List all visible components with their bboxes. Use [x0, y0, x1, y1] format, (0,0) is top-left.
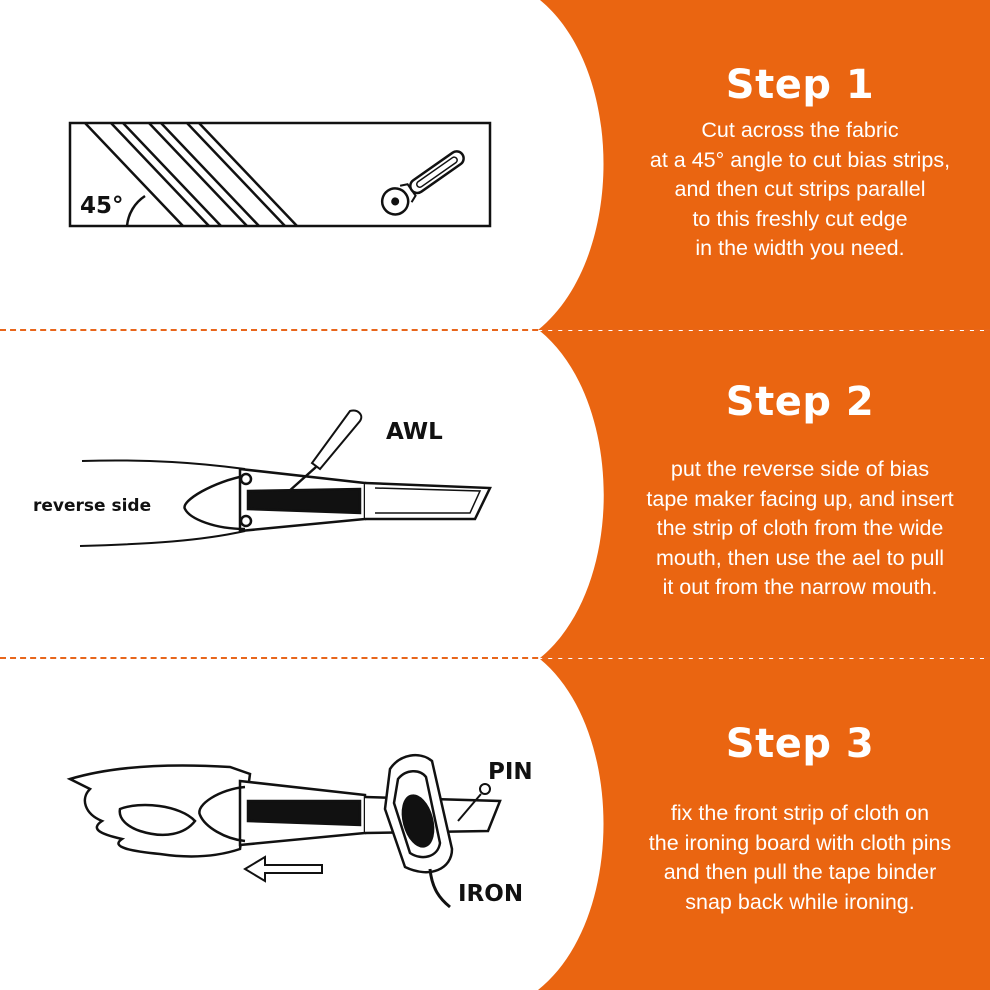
step-2-orange-panel: [540, 331, 990, 658]
desc-line: in the width you need.: [695, 236, 905, 260]
desc-line: it out from the narrow mouth.: [662, 575, 938, 599]
step-1-section: 45° Step 1 Cut across the fabric at a 45…: [0, 0, 990, 330]
bias-stripes: [84, 122, 298, 227]
step-1-illustration: 45°: [68, 121, 492, 228]
step-3-orange-panel: [538, 659, 990, 990]
section-divider-1: [0, 329, 990, 331]
step-2-section: AWL reverse side Step 2 put the reverse …: [0, 331, 990, 658]
angle-arc: [125, 194, 146, 227]
step-3-illustration: PIN IRON: [66, 753, 533, 909]
iron-icon: [383, 753, 454, 909]
desc-line: Cut across the fabric: [701, 118, 899, 142]
desc-line: snap back while ironing.: [685, 889, 915, 914]
rotary-cutter-icon: [380, 150, 465, 216]
pin-icon: [457, 783, 491, 822]
fabric-outline: [68, 121, 492, 228]
fabric-strip: [79, 459, 246, 547]
pin-label: PIN: [488, 759, 533, 785]
desc-line: tape maker facing up, and insert: [646, 486, 954, 511]
awl-label: AWL: [386, 419, 443, 445]
step-3-title: Step 3: [725, 721, 875, 767]
desc-line: fix the front strip of cloth on: [670, 801, 930, 825]
bias-tape-maker-icon: [183, 467, 492, 533]
desc-line: the ironing board with cloth pins: [648, 830, 952, 855]
bias-tape-maker-icon: [198, 779, 502, 847]
awl-icon: [277, 409, 363, 502]
desc-line: put the reverse side of bias: [670, 457, 930, 481]
step-1-description: Cut across the fabric at a 45° angle to …: [610, 116, 990, 264]
step-3-section: PIN IRON Step 3 fix the front str: [0, 659, 990, 990]
desc-line: at a 45° angle to cut bias strips,: [649, 147, 951, 172]
desc-line: to this freshly cut edge: [692, 206, 908, 231]
step-2-title: Step 2: [725, 379, 875, 425]
hand-icon: [66, 764, 252, 858]
step-2-description: put the reverse side of bias tape maker …: [610, 455, 990, 603]
step-1-title: Step 1: [725, 62, 875, 108]
step-2-illustration: AWL reverse side: [33, 409, 492, 547]
angle-label: 45°: [80, 193, 124, 219]
desc-line: and then cut strips parallel: [674, 177, 926, 201]
section-divider-2: [0, 657, 990, 659]
iron-label: IRON: [458, 881, 523, 907]
step-3-description: fix the front strip of cloth on the iron…: [610, 799, 990, 917]
desc-line: mouth, then use the ael to pull: [655, 545, 945, 570]
desc-line: the strip of cloth from the wide: [656, 516, 944, 540]
pull-direction-arrow-icon: [243, 855, 323, 883]
step-1-orange-panel: [538, 0, 990, 330]
reverse-side-label: reverse side: [33, 496, 151, 516]
desc-line: and then pull the tape binder: [663, 860, 937, 884]
